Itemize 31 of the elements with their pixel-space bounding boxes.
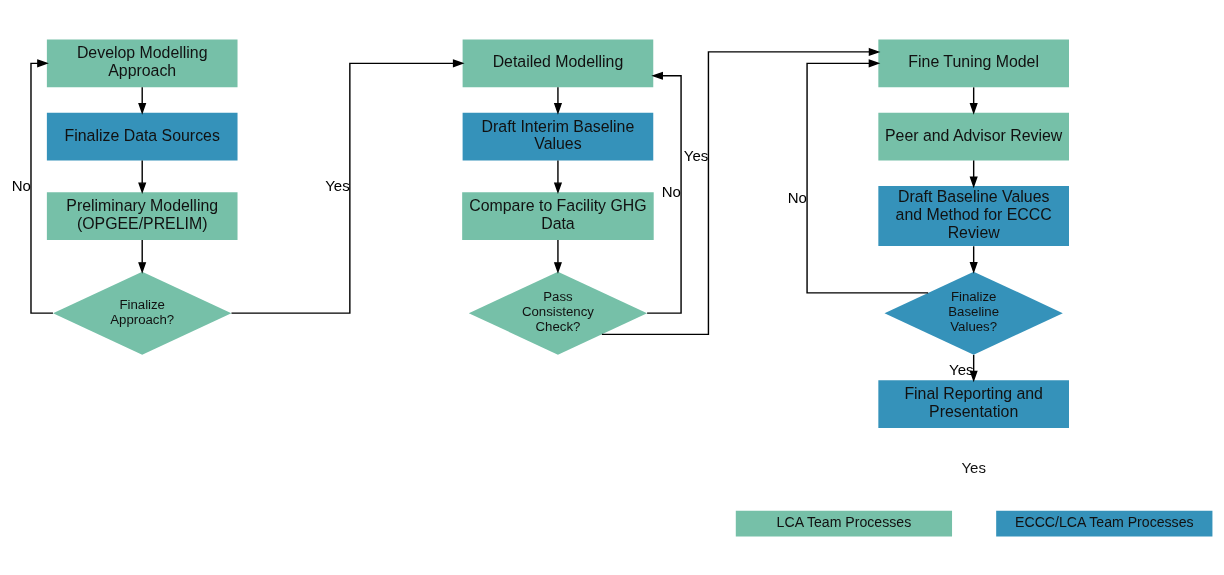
node-box: Compare to Facility GHG Data	[462, 191, 654, 240]
legend-label: ECCC/LCA Team Processes	[1015, 513, 1194, 530]
node-box: Finalize Data Sources	[46, 112, 238, 160]
edge-label: No	[661, 182, 681, 200]
arrow	[553, 159, 563, 194]
arrow	[646, 71, 682, 314]
edge-label: Yes	[683, 146, 709, 164]
node-diamond: Finalize Approach?	[53, 271, 232, 355]
arrow	[553, 86, 563, 115]
node-diamond: Finalize Baseline Values?	[884, 271, 1063, 355]
node-diamond: Pass Consistency Check?	[468, 271, 648, 355]
arrow	[138, 159, 147, 194]
node-box: Fine Tuning Model	[878, 39, 1069, 87]
node-box: Final Reporting and Presentation	[878, 379, 1069, 428]
node-box: Develop Modelling Approach	[46, 39, 238, 87]
node-box: Draft Baseline Values and Method for ECCC Review	[878, 185, 1069, 246]
node-box: Preliminary Modelling (OPGEE/PRELIM)	[46, 191, 238, 240]
arrow	[138, 238, 147, 274]
node-box: Detailed Modelling	[462, 39, 654, 87]
edge-label: No	[787, 188, 807, 206]
arrow	[30, 58, 54, 314]
arrow	[138, 86, 147, 115]
node-box: Peer and Advisor Review	[878, 112, 1069, 160]
node-box: Draft Interim Baseline Values	[462, 112, 654, 160]
edge-label: No	[11, 176, 31, 194]
arrow	[230, 58, 465, 314]
label: Yes	[961, 458, 986, 476]
legend-label: LCA Team Processes	[776, 513, 912, 530]
arrow	[601, 47, 881, 335]
arrow	[806, 58, 929, 294]
arrow	[553, 238, 563, 274]
